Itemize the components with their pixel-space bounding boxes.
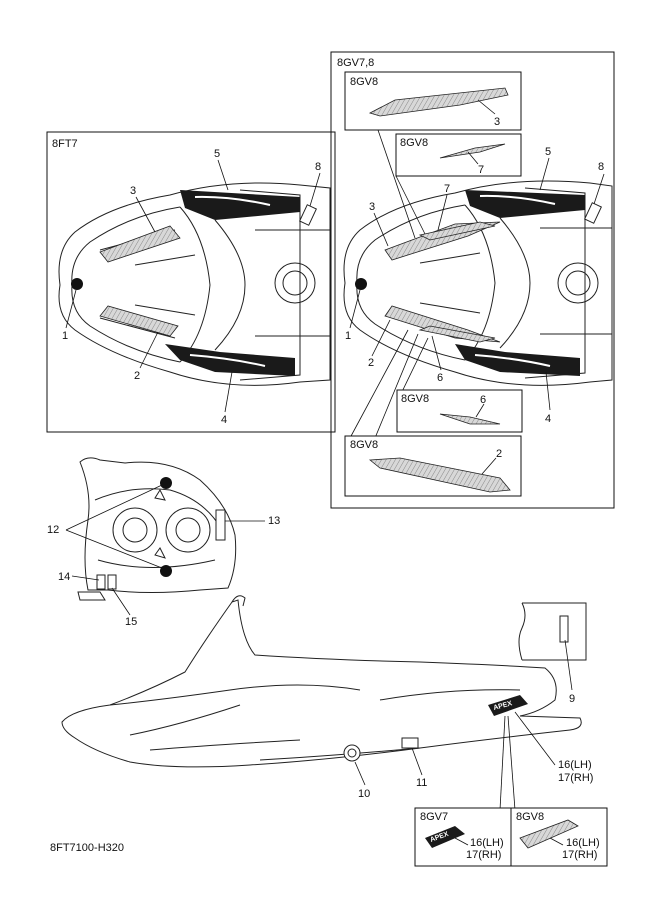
detail-decal-7	[439, 143, 506, 159]
callout-9: 9	[569, 693, 575, 705]
box-8gv78-title: 8GV7,8	[337, 57, 374, 69]
decal-5	[180, 190, 300, 220]
group-8ft7: 8FT7	[46, 131, 336, 433]
decal-6-right	[418, 325, 496, 343]
group-8gv78: 8GV7,8 8GV8 3 8GV8 7	[330, 51, 615, 509]
decal-12-top	[160, 477, 172, 489]
callout-15: 15	[125, 616, 137, 628]
diagram-code: 8FT7100-H320	[50, 842, 124, 854]
callout-6-right: 6	[437, 372, 443, 384]
callout-13: 13	[268, 515, 280, 527]
detail-callout-6: 6	[480, 394, 486, 406]
callout-17rh-8gv7: 17(RH)	[466, 849, 501, 861]
detail-decal-3	[368, 87, 509, 117]
decal-8-right	[584, 202, 602, 224]
decal-2	[99, 305, 179, 337]
callout-17rh-8gv8: 17(RH)	[562, 849, 597, 861]
callout-1: 1	[62, 330, 68, 342]
callout-16lh-8gv8: 16(LH)	[566, 837, 600, 849]
decal-16-17	[488, 695, 528, 716]
variant-boxes: 8GV7 APEX 16(LH) 17(RH) 8GV8 16(LH) 17(R…	[414, 807, 608, 867]
callout-3-right: 3	[369, 201, 375, 213]
subbox-decal-7-title: 8GV8	[400, 137, 428, 149]
callout-8: 8	[315, 161, 321, 173]
callout-16lh: 16(LH)	[558, 759, 592, 771]
callout-2-right: 2	[368, 357, 374, 369]
callout-5-right: 5	[545, 146, 551, 158]
decal-8	[299, 204, 317, 226]
box-8ft7	[46, 131, 336, 433]
callout-10: 10	[358, 788, 370, 800]
decal-14	[96, 574, 106, 590]
callout-8-right: 8	[598, 161, 604, 173]
callout-16lh-8gv7: 16(LH)	[470, 837, 504, 849]
box-8gv8-bottom-title: 8GV8	[516, 811, 544, 823]
decal-9	[559, 615, 569, 643]
decal-15	[107, 574, 117, 590]
callout-17rh: 17(RH)	[558, 772, 593, 784]
callout-4-right: 4	[545, 413, 551, 425]
decal-7-right	[418, 221, 496, 241]
subbox-decal-6-title: 8GV8	[401, 393, 429, 405]
inset-decal-9	[522, 602, 587, 661]
decal-11	[401, 737, 419, 749]
detail-decal-6	[439, 413, 501, 425]
callout-12: 12	[47, 524, 59, 536]
callout-2: 2	[134, 370, 140, 382]
callout-1-right: 1	[345, 330, 351, 342]
decal-5-right	[465, 190, 585, 218]
side-view: APEX 9 10 11 16(LH) 17(RH)	[61, 595, 593, 811]
callout-14: 14	[58, 571, 70, 583]
decal-1-right	[355, 278, 367, 290]
detail-decal-2	[368, 457, 511, 493]
decal-apex-text: APEX	[493, 700, 514, 712]
box-8gv78	[330, 51, 615, 509]
decal-10	[343, 744, 361, 762]
detail-callout-2: 2	[496, 448, 502, 460]
callout-11: 11	[416, 777, 427, 789]
callout-4: 4	[221, 414, 227, 426]
callout-5: 5	[214, 148, 220, 160]
subbox-decal-6	[396, 389, 523, 433]
callout-7-right: 7	[444, 183, 450, 195]
detail-callout-3: 3	[494, 116, 500, 128]
box-8ft7-title: 8FT7	[52, 138, 78, 150]
decal-1	[71, 278, 83, 290]
decal-16-17-8gv8	[519, 819, 579, 849]
decal-16-17-8gv7	[425, 826, 465, 848]
callout-3: 3	[130, 185, 136, 197]
detail-callout-7: 7	[478, 164, 484, 176]
decal-13	[215, 509, 226, 541]
decal-12-bottom	[160, 565, 172, 577]
subbox-decal-2-title: 8GV8	[350, 439, 378, 451]
box-8gv7-title: 8GV7	[420, 811, 448, 823]
rear-deck-view: 12 13 14 15	[47, 457, 280, 628]
subbox-decal-3-title: 8GV8	[350, 76, 378, 88]
decal-3	[99, 225, 181, 263]
